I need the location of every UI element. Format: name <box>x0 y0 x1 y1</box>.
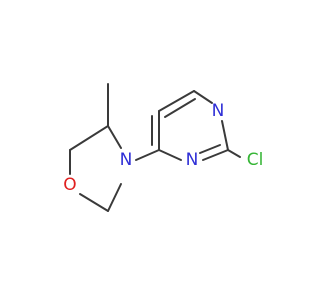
bond-c2-n3-inner <box>199 144 221 154</box>
structure-diagram: N N N O Cl <box>63 83 264 212</box>
bond-n3-c4 <box>158 149 182 161</box>
atom-n-pyrimidine-top: N <box>212 101 225 121</box>
atom-n-pyrimidine-mid: N <box>186 150 199 170</box>
bond-c3-c2m <box>69 125 109 151</box>
bond-c5-c6 <box>158 90 195 112</box>
atom-cl: Cl <box>247 150 264 170</box>
molecule-canvas: N N N O Cl <box>63 83 264 212</box>
bond-c6m-c5m <box>107 183 122 212</box>
bond-c6-n1 <box>193 90 213 104</box>
bond-c2-cl <box>227 149 241 158</box>
bond-c2-n3 <box>202 149 229 161</box>
bond-c4-n-morpholine <box>135 149 160 161</box>
bond-n1-c2 <box>221 120 229 151</box>
bond-n-c3 <box>107 125 122 149</box>
atom-n-morpholine: N <box>120 150 133 170</box>
atom-o-morpholine: O <box>63 175 76 195</box>
bond-o-c6m <box>79 193 109 212</box>
bond-c5-c6-inner <box>164 98 196 118</box>
